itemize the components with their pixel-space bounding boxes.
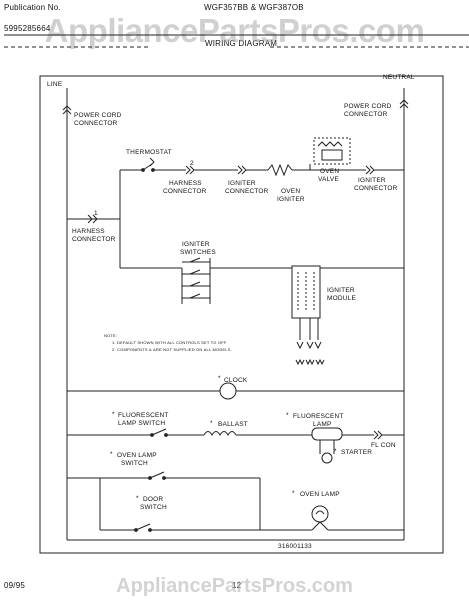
- starter-label: STARTER: [341, 449, 373, 456]
- publication-number: 5995285664: [4, 24, 51, 33]
- clock-asterisk: *: [218, 375, 221, 382]
- fluorescent-lamp-l1: FLUORESCENT: [293, 413, 344, 420]
- harness-connector-left-l2: CONNECTOR: [72, 236, 116, 243]
- power-cord-connector-right-l2: CONNECTOR: [344, 111, 388, 118]
- igniter-connector-left-l2: CONNECTOR: [225, 188, 269, 195]
- fl-lamp-asterisk: *: [286, 412, 289, 419]
- igniter-module-l2: MODULE: [327, 295, 357, 302]
- fluorescent-lamp-switch-l1: FLUORESCENT: [118, 412, 169, 419]
- clock-label: CLOCK: [224, 377, 248, 384]
- diagram-title: WIRING DIAGRAM: [205, 39, 278, 48]
- ballast-asterisk: *: [210, 420, 213, 427]
- part-number: 316001133: [278, 543, 312, 550]
- igniter-connector-left-l1: IGNITER: [228, 180, 256, 187]
- oven-igniter-l2: IGNITER: [277, 196, 305, 203]
- power-cord-connector-left-l1: POWER CORD: [74, 112, 122, 119]
- harness-connector-top-l2: CONNECTOR: [163, 188, 207, 195]
- oven-lamp-switch-l1: OVEN LAMP: [117, 452, 157, 459]
- note-line-1: 1. DEFAULT SHOWN WITH ALL CONTROLS SET T…: [112, 340, 227, 345]
- oven-lamp-label: OVEN LAMP: [300, 491, 340, 498]
- thermostat-label: THERMOSTAT: [126, 149, 172, 156]
- fl-switch-asterisk: *: [112, 411, 115, 418]
- footer-page: 12: [232, 581, 242, 590]
- fluorescent-lamp-switch-l2: LAMP SWITCH: [118, 420, 166, 427]
- model-numbers: WGF357BB & WGF387OB: [204, 3, 304, 12]
- starter-asterisk: *: [334, 448, 337, 455]
- neutral-label: NEUTRAL: [383, 74, 415, 81]
- igniter-module-l1: IGNITER: [327, 287, 355, 294]
- oven-lamp-switch-asterisk: *: [110, 451, 113, 458]
- line-label: LINE: [47, 81, 63, 88]
- door-switch-asterisk: *: [136, 495, 139, 502]
- oven-igniter-l1: OVEN: [281, 188, 301, 195]
- fl-con-label: FL CON: [371, 442, 396, 449]
- oven-valve-l2: VALVE: [318, 176, 339, 183]
- note-heading: NOTE:: [104, 333, 118, 338]
- igniter-connector-right-l2: CONNECTOR: [354, 185, 398, 192]
- oven-lamp-switch-l2: SWITCH: [121, 460, 148, 467]
- note-line-2: 2. COMPONENTS & ARE NOT SUPPLIED ON ALL …: [112, 347, 232, 352]
- door-switch-l1: DOOR: [143, 496, 164, 503]
- ballast-label: BALLAST: [218, 421, 248, 428]
- fluorescent-lamp-l2: LAMP: [313, 421, 332, 428]
- igniter-switches-l1: IGNITER: [182, 241, 210, 248]
- power-cord-connector-right-l1: POWER CORD: [344, 103, 392, 110]
- igniter-switches-l2: SWITCHES: [180, 249, 216, 256]
- harness-connector-top-l1: HARNESS: [169, 180, 202, 187]
- oven-valve-l1: OVEN: [320, 168, 340, 175]
- door-switch-l2: SWITCH: [140, 504, 167, 511]
- power-cord-connector-left-l2: CONNECTOR: [74, 120, 118, 127]
- marker-1: 1: [94, 210, 98, 217]
- igniter-connector-right-l1: IGNITER: [358, 177, 386, 184]
- footer-date: 09/95: [4, 581, 26, 590]
- oven-lamp-asterisk: *: [292, 490, 295, 497]
- harness-connector-left-l1: HARNESS: [72, 228, 105, 235]
- marker-2: 2: [190, 160, 194, 167]
- publication-label: Publication No.: [4, 3, 61, 12]
